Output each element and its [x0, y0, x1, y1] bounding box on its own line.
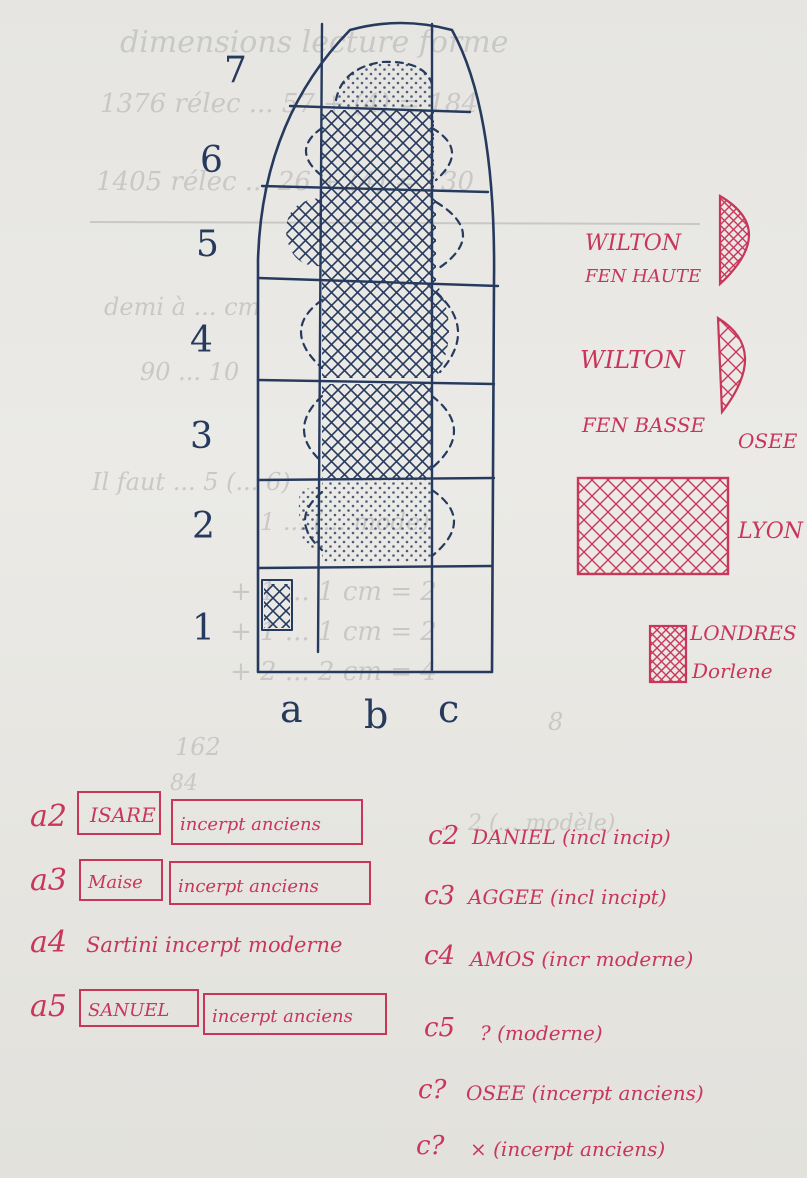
window-diagram: [256, 21, 500, 674]
note-c5-code: c5: [424, 1013, 455, 1043]
ghost-line-13: ... 2 (... modèle): [440, 811, 615, 836]
note-a4-code: a4: [30, 925, 67, 960]
ghost-line-14: 84: [170, 771, 198, 796]
ghost-line-6: Il faut ... 5 (... 6): [91, 468, 291, 496]
note-c2-code: c2: [428, 821, 459, 851]
panel-b2: [322, 478, 432, 562]
note-c-unknown-2-code: c?: [416, 1131, 446, 1161]
legend-londres-line1: LONDRES: [689, 621, 797, 645]
note-a2-box2-text: incerpt anciens: [180, 814, 321, 835]
swatch-londres: [648, 624, 688, 684]
window-outline: [256, 21, 496, 674]
note-a5-code: a5: [30, 989, 67, 1024]
column-labels: a b c: [280, 687, 459, 737]
swatch-wilton-haute: [718, 194, 751, 287]
panel-a5: [286, 198, 322, 267]
note-a4-text: Sartini incerpt moderne: [86, 933, 342, 957]
note-c3-code: c3: [424, 881, 455, 911]
panel-fills: [264, 61, 449, 628]
panel-b6: [322, 110, 434, 190]
note-a5: a5 SANUEL incerpt anciens: [30, 989, 387, 1035]
swatch-wilton-basse: [716, 315, 747, 416]
legend-lyon-label: LYON: [737, 519, 804, 544]
legend-wilton-haute-line1: WILTON: [585, 231, 682, 256]
note-a2-box1: [77, 791, 161, 835]
note-c3-text: AGGEE (incl incipt): [466, 885, 667, 909]
legend-wilton-basse: WILTON FEN BASSE: [580, 315, 747, 437]
note-c-unknown-1-text: OSEE (incerpt anciens): [466, 1081, 704, 1105]
legend-wilton-basse-line1: WILTON: [580, 346, 686, 374]
legend-londres: LONDRES Dorlene: [648, 621, 797, 684]
note-a2: a2 ISARE incerpt anciens: [30, 791, 363, 845]
row-label-5: 5: [196, 224, 219, 265]
column-label-c: c: [438, 687, 459, 731]
column-label-a: a: [280, 687, 303, 731]
note-a3: a3 Maise incerpt anciens: [30, 859, 371, 905]
panel-b7: [336, 61, 432, 108]
note-a3-box2: [169, 861, 371, 905]
legend-wilton-haute-line2: FEN HAUTE: [584, 266, 701, 287]
panel-b4: [322, 282, 449, 378]
note-c4-code: c4: [424, 941, 455, 971]
row-label-2: 2: [192, 506, 215, 547]
note-a5-box2-text: incerpt anciens: [212, 1006, 353, 1027]
notes-left: a2 ISARE incerpt anciens a3 Maise incerp…: [30, 791, 387, 1035]
panel-b3: [322, 384, 432, 478]
ghost-line-1: dimensions lecture forme: [120, 25, 509, 60]
row-label-3: 3: [190, 416, 213, 457]
legend-lyon: LYON: [576, 476, 804, 576]
note-a3-code: a3: [30, 863, 67, 898]
note-c-unknown-2-text: × (incerpt anciens): [470, 1137, 665, 1161]
note-c4-text: AMOS (incr moderne): [468, 947, 693, 971]
notes-right: c2 DANIEL (incl incip) c3 AGGEE (incl in…: [416, 821, 704, 1161]
note-a5-box2: [203, 993, 387, 1035]
row-label-7: 7: [224, 50, 247, 91]
ghost-line-5: 90 ... 10: [140, 358, 239, 386]
panel-b5: [322, 190, 436, 282]
note-a3-box2-text: incerpt anciens: [178, 876, 319, 897]
column-label-b: b: [364, 693, 388, 737]
ghost-line-4: demi à ... cm: [104, 293, 260, 321]
note-c5-text: ? (moderne): [480, 1021, 603, 1045]
legend: WILTON FEN HAUTE WILTON FEN BASSE OSEE L…: [576, 194, 804, 684]
row-labels: 7 6 5 4 3 2 1: [190, 50, 247, 649]
note-c2-text: DANIEL (incl incip): [471, 825, 671, 849]
row-label-1: 1: [192, 608, 215, 649]
panel-a2: [298, 486, 322, 550]
legend-osee: OSEE: [738, 429, 798, 453]
row-label-4: 4: [190, 320, 213, 361]
note-a5-box1-text: SANUEL: [88, 1000, 169, 1021]
row-label-6: 6: [200, 140, 223, 181]
ghost-line-11: 8: [548, 708, 563, 736]
note-a3-box1-text: Maise: [87, 872, 143, 893]
legend-londres-line2: Dorlene: [691, 659, 773, 683]
note-c-unknown-1-code: c?: [418, 1075, 448, 1105]
note-a3-box1: [79, 859, 163, 901]
ghost-line-12: 162: [175, 733, 221, 761]
note-a2-code: a2: [30, 799, 67, 834]
note-a5-box1: [79, 989, 199, 1027]
note-a2-box2: [171, 799, 363, 845]
legend-wilton-haute: WILTON FEN HAUTE: [584, 194, 751, 287]
swatch-lyon: [576, 476, 730, 576]
legend-wilton-basse-line2: FEN BASSE: [581, 413, 706, 437]
note-a4: a4 Sartini incerpt moderne: [30, 925, 342, 960]
panel-a1: [264, 584, 290, 628]
note-a2-box1-text: ISARE: [89, 803, 156, 827]
